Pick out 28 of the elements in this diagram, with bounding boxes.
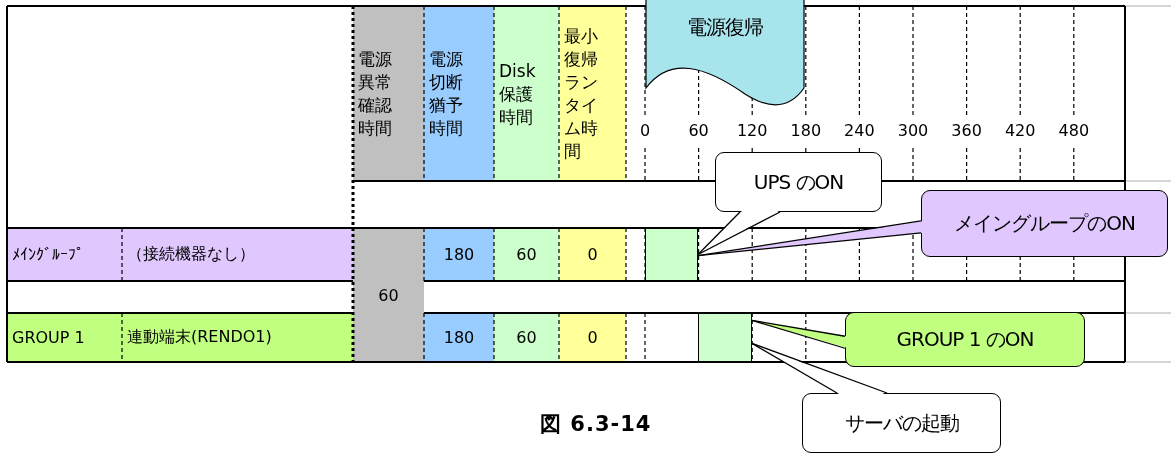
- table-cell: 180: [424, 313, 494, 362]
- axis-tick-label: 420: [1003, 121, 1037, 140]
- axis-tick-label: 60: [687, 121, 710, 140]
- callout-pointer: [751, 319, 848, 349]
- callout-pointer: [751, 342, 889, 396]
- column-header: Disk保護時間: [494, 7, 559, 181]
- axis-tick-label: 0: [638, 121, 652, 140]
- axis-tick-label: 360: [950, 121, 983, 140]
- axis-tick-label: 240: [843, 121, 876, 140]
- banner-flag: 電源復帰: [645, 0, 805, 110]
- table-cell: 60: [353, 228, 424, 362]
- time-bar: [698, 313, 752, 362]
- table-cell: 180: [424, 228, 494, 281]
- time-bar: [645, 228, 698, 281]
- column-header: 最小復帰ランタイム時間: [559, 7, 626, 181]
- callout-pointer: [697, 220, 924, 257]
- axis-tick-label: 120: [735, 121, 769, 140]
- axis-tick-label: 180: [789, 121, 823, 140]
- callout-box: サーバの起動: [802, 393, 1001, 453]
- table-cell: 連動端末(RENDO1): [122, 313, 353, 362]
- table-cell: ﾒｲﾝｸﾞﾙｰﾌﾟ: [7, 228, 122, 281]
- callout-pointer: [697, 209, 782, 256]
- axis-tick-label: 480: [1057, 121, 1091, 140]
- table-cell: （接続機器なし）: [122, 228, 353, 281]
- column-header: 電源異常確認時間: [353, 7, 424, 181]
- axis-tick-label: 300: [896, 121, 930, 140]
- column-header: 電源切断猶予時間: [424, 7, 494, 181]
- figure-caption: 図 6.3-14: [540, 411, 652, 438]
